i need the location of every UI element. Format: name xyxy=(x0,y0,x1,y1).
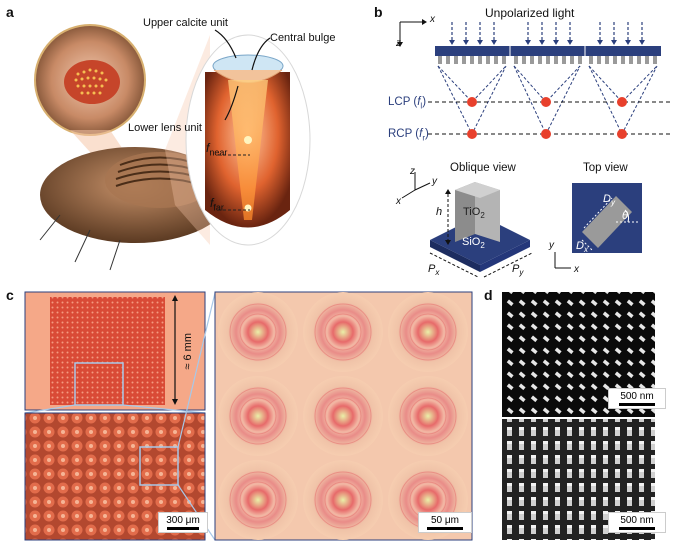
scalebar-300um: 300 μm xyxy=(158,512,208,533)
f-near-label: fnear xyxy=(206,141,228,158)
top-x-axis: x xyxy=(574,264,579,275)
lens-array xyxy=(50,297,165,405)
array-size-label: ≈ 6 mm xyxy=(182,333,194,370)
dx-label: Dx xyxy=(576,240,588,255)
scalebar-500nm-bottom: 500 nm xyxy=(608,512,666,533)
central-bulge-label: Central bulge xyxy=(270,32,336,44)
top-view-title: Top view xyxy=(583,162,628,174)
metasurface-substrate xyxy=(435,46,661,56)
near-focus xyxy=(244,136,252,144)
rcp-focus-2 xyxy=(541,129,551,139)
dy-label: Dy xyxy=(603,193,615,208)
axis-x-label: x xyxy=(430,14,435,25)
unpolarized-light-label: Unpolarized light xyxy=(485,6,575,20)
oblique-z-axis: z xyxy=(410,166,415,177)
panel-b-illustration xyxy=(397,19,670,278)
panel-d-label: d xyxy=(484,287,493,303)
px-label: Px xyxy=(428,263,440,278)
theta-label: θ xyxy=(622,210,628,222)
oblique-y-axis: y xyxy=(432,176,437,187)
top-y-axis: y xyxy=(549,240,554,251)
scalebar-500nm-top: 500 nm xyxy=(608,388,666,409)
compound-eye xyxy=(64,60,120,104)
lcp-focus-3 xyxy=(617,97,627,107)
rcp-focus-1 xyxy=(467,129,477,139)
panel-b-label: b xyxy=(374,4,383,20)
upper-calcite-label: Upper calcite unit xyxy=(143,17,228,29)
sio2-label: SiO2 xyxy=(462,236,485,251)
panel-d-sem-images xyxy=(502,292,655,540)
panel-c-label: c xyxy=(6,287,14,303)
tio2-label: TiO2 xyxy=(463,206,485,221)
oblique-view-title: Oblique view xyxy=(450,162,516,174)
top-view-diagram xyxy=(554,183,642,269)
lower-lens-label: Lower lens unit xyxy=(128,122,202,134)
rcp-focus-3 xyxy=(617,129,627,139)
rcp-label: RCP (fr) xyxy=(388,128,429,143)
panel-a-label: a xyxy=(6,4,14,20)
oblique-view-diagram xyxy=(401,172,533,278)
lcp-focus-2 xyxy=(541,97,551,107)
height-label: h xyxy=(436,206,443,218)
f-far-label: ffar xyxy=(210,196,224,213)
scalebar-50um: 50 μm xyxy=(418,512,472,533)
focal-beam xyxy=(228,80,268,220)
lcp-label: LCP (fl) xyxy=(388,96,427,111)
oblique-x-axis: x xyxy=(396,196,401,207)
panel-c-images xyxy=(24,291,473,541)
py-label: Py xyxy=(512,263,524,278)
panel-a-illustration xyxy=(34,24,311,271)
lcp-focus-1 xyxy=(467,97,477,107)
axis-z-label: z xyxy=(396,38,401,49)
